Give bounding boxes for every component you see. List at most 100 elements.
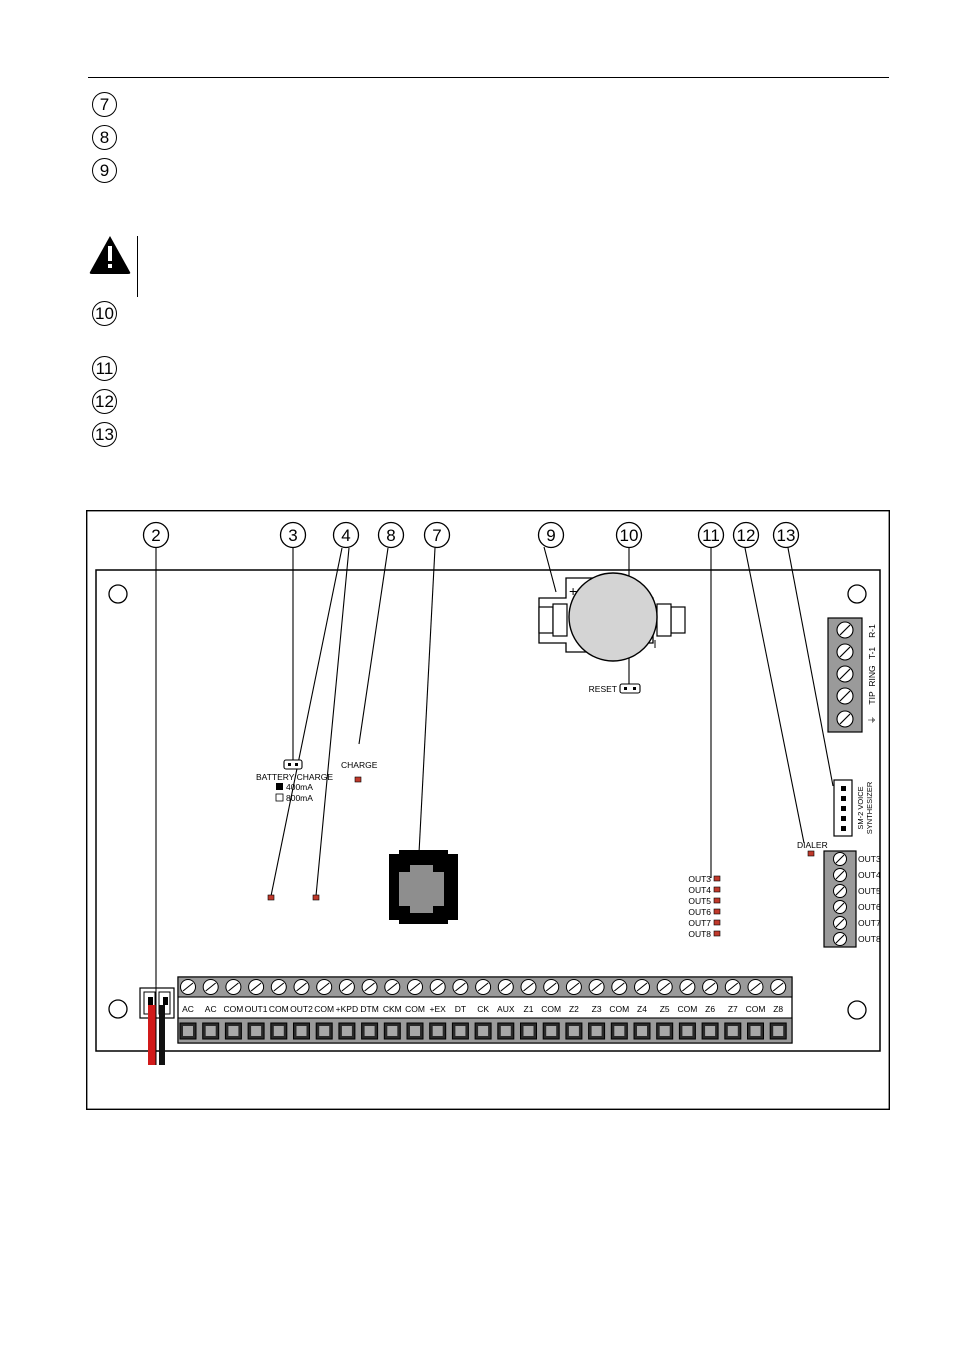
terminal-screw-slot (364, 982, 375, 992)
fig-callout-12-label: 12 (737, 526, 756, 545)
terminal-label: OUT2 (290, 1004, 313, 1014)
leader-7 (417, 547, 436, 873)
battery-holder: + (538, 572, 686, 662)
terminal-screw-slot (772, 982, 784, 992)
terminal-label: Z3 (592, 1004, 602, 1014)
out-led-5 (713, 897, 721, 904)
terminal-screw-slot (296, 982, 307, 992)
out-led-label-3: OUT3 (688, 874, 711, 884)
leader-9 (543, 546, 557, 593)
fig-callout-7 (423, 521, 451, 549)
fig-callout-10-label: 10 (620, 526, 639, 545)
mounting-hole (847, 584, 867, 604)
terminal-wire-slot-inner (773, 1026, 784, 1036)
terminal-label: COM (541, 1004, 561, 1014)
terminal-wire-slot-inner (319, 1026, 330, 1036)
terminal-wire-slot-inner (682, 1026, 693, 1036)
fig-callout-11-label: 11 (702, 526, 720, 545)
battery-plus-label: + (569, 583, 577, 599)
warning-triangle-icon (89, 236, 131, 274)
sm2-label: SM-2 VOICE (856, 786, 865, 829)
charge-led (354, 776, 362, 783)
out-term-7: OUT7 (858, 918, 881, 928)
fig-callout-4-label: 4 (341, 526, 350, 545)
callout-10: 10 (92, 301, 117, 326)
terminal-wire-slot-inner (546, 1026, 557, 1036)
terminal-wire-slot-inner (591, 1026, 602, 1036)
out-term-5: OUT5 (858, 886, 881, 896)
terminal-wire-slot-inner (432, 1026, 443, 1036)
out-led-7 (713, 919, 721, 926)
opt-800-box (275, 793, 284, 802)
battery-charge-jumper (283, 759, 303, 770)
fig-callout-13 (772, 521, 800, 549)
out-led-label-8: OUT8 (688, 929, 711, 939)
terminal-screw-slot (682, 982, 693, 992)
sm2-connector: SM-2 VOICE SYNTHESIZER (833, 779, 874, 837)
terminal-label: AC (205, 1004, 217, 1014)
out-led-4 (713, 886, 721, 893)
term-ring: RING (867, 665, 877, 686)
fig-callout-10 (615, 521, 643, 549)
terminal-wire-slot-inner (659, 1026, 670, 1036)
terminal-label: Z8 (773, 1004, 783, 1014)
warning-bar (137, 236, 138, 297)
fig-callout-9-label: 9 (546, 526, 555, 545)
terminal-screw-slot (750, 982, 761, 992)
fig-callout-4 (332, 521, 360, 549)
out-term-8: OUT8 (858, 934, 881, 944)
fig-callout-7-label: 7 (432, 526, 441, 545)
terminal-screw-slot (182, 982, 194, 992)
terminal-label: COM (269, 1004, 289, 1014)
terminal-label: Z5 (660, 1004, 670, 1014)
terminal-screw-slot (341, 982, 353, 992)
fig-callout-9 (537, 521, 565, 549)
out-led-label-7: OUT7 (688, 918, 711, 928)
out-term-6: OUT6 (858, 902, 881, 912)
out-term-4: OUT4 (858, 870, 881, 880)
fig-callout-8-label: 8 (386, 526, 395, 545)
terminal-wire-slot-inner (228, 1026, 239, 1036)
out-led-3 (713, 875, 721, 882)
terminal-screw-slot (273, 982, 285, 992)
terminal-label: OUT1 (245, 1004, 268, 1014)
terminal-wire-slot-inner (364, 1026, 375, 1036)
header-rule (88, 77, 889, 78)
reset-jumper (619, 683, 641, 694)
led-4a (267, 894, 275, 901)
fig-callout-3 (279, 521, 307, 549)
callout-7: 7 (92, 92, 117, 117)
fig-callout-12 (732, 521, 760, 549)
leader-4b (315, 547, 350, 897)
terminal-label: COM (405, 1004, 425, 1014)
terminal-label: AUX (497, 1004, 515, 1014)
terminal-wire-slot-inner (727, 1026, 738, 1036)
callout-11: 11 (92, 356, 117, 381)
terminal-wire-slot-inner (500, 1026, 511, 1036)
terminal-wire-slot-inner (387, 1026, 398, 1036)
terminal-wire-slot-inner (251, 1026, 262, 1036)
dialer-label: DIALER (797, 840, 828, 850)
leader-4a (270, 547, 343, 897)
terminal-screw-slot (704, 982, 716, 992)
terminal-screw-slot (432, 982, 444, 992)
terminal-screw-slot (636, 982, 648, 992)
out-led-label-5: OUT5 (688, 896, 711, 906)
terminal-wire-slot-inner (296, 1026, 307, 1036)
synth-label: SYNTHESIZER (865, 781, 874, 834)
terminal-label: COM (314, 1004, 334, 1014)
out-term-3: OUT3 (858, 854, 881, 864)
terminal-screw-slot (228, 982, 239, 992)
fig-callout-13-label: 13 (777, 526, 796, 545)
callout-12: 12 (92, 389, 117, 414)
terminal-wire-slot-inner (705, 1026, 716, 1036)
terminal-label: DTM (360, 1004, 378, 1014)
battery-wire-connector (139, 985, 175, 1065)
callout-9: 9 (92, 158, 117, 183)
terminal-wire-slot-inner (205, 1026, 216, 1036)
terminal-screw-slot (455, 982, 466, 992)
terminal-label: +KPD (336, 1004, 358, 1014)
terminal-wire-slot-inner (523, 1026, 534, 1036)
dialer-led (807, 850, 815, 857)
